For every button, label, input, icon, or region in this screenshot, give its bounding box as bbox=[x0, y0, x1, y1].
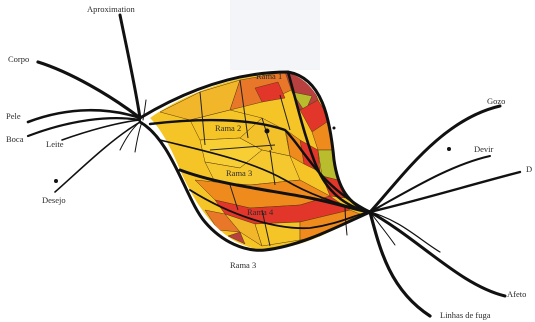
linhas-de-fuga-branch bbox=[370, 212, 430, 316]
aproximation-branch bbox=[120, 15, 140, 118]
dot-marker-icon bbox=[265, 129, 270, 134]
label-rama-3-bottom: Rama 3 bbox=[230, 260, 256, 270]
label-aproximation: Aproximation bbox=[87, 4, 135, 14]
rootlet bbox=[120, 122, 140, 150]
dot-marker-icon bbox=[333, 127, 336, 130]
desejo-branch bbox=[55, 122, 140, 192]
rootlet bbox=[135, 122, 142, 152]
label-desejo: Desejo bbox=[42, 195, 66, 205]
label-rama-4: Rama 4 bbox=[247, 207, 274, 217]
label-pele: Pele bbox=[6, 111, 21, 121]
dot-marker-icon bbox=[447, 147, 451, 151]
central-lens-fill bbox=[140, 60, 380, 260]
label-gozo: Gozo bbox=[487, 96, 505, 106]
label-afeto: Afeto bbox=[507, 289, 526, 299]
label-devir: Devir bbox=[474, 144, 494, 154]
label-boca: Boca bbox=[6, 134, 24, 144]
dot-marker-icon bbox=[54, 179, 58, 183]
label-rama-3-mid: Rama 3 bbox=[226, 168, 252, 178]
afeto-branch bbox=[370, 212, 505, 296]
label-leite: Leite bbox=[46, 139, 64, 149]
label-rama-1: Rama 1 bbox=[256, 71, 282, 81]
label-linhas-de-fuga: Linhas de fuga bbox=[440, 310, 491, 320]
d-branch bbox=[370, 172, 520, 212]
background-haze bbox=[230, 0, 320, 70]
label-corpo: Corpo bbox=[8, 54, 29, 64]
label-rama-2: Rama 2 bbox=[215, 123, 241, 133]
label-d: D bbox=[526, 164, 532, 174]
